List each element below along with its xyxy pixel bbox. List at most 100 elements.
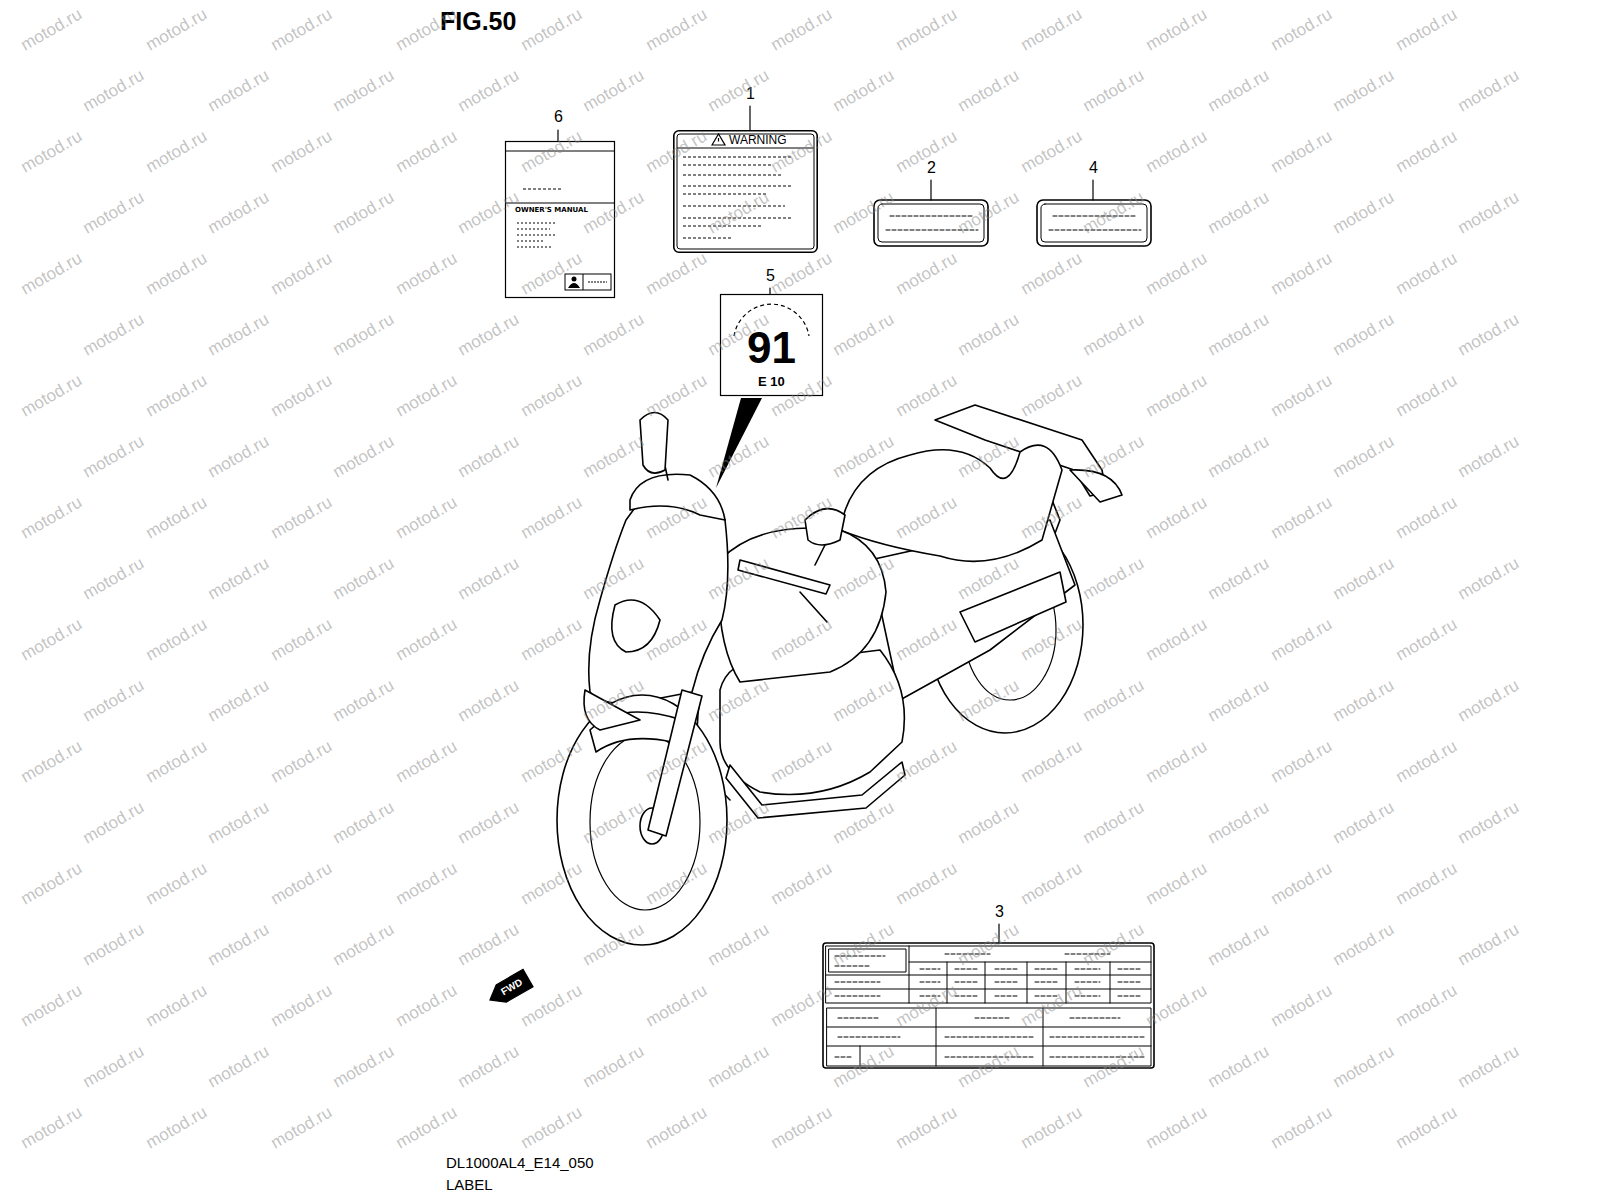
watermark: motod.ru bbox=[1142, 5, 1210, 56]
watermark: motod.ru bbox=[892, 5, 960, 56]
watermark: motod.ru bbox=[454, 66, 522, 117]
watermark: motod.ru bbox=[1204, 1042, 1272, 1093]
manual-title: OWNER'S MANUAL bbox=[515, 206, 588, 214]
watermark: motod.ru bbox=[517, 1103, 585, 1154]
watermark: motod.ru bbox=[1454, 554, 1522, 605]
watermark: motod.ru bbox=[704, 920, 772, 971]
watermark: motod.ru bbox=[1017, 615, 1085, 666]
watermark: motod.ru bbox=[1392, 249, 1460, 300]
watermark: motod.ru bbox=[1392, 127, 1460, 178]
watermark: motod.ru bbox=[892, 249, 960, 300]
watermark: motod.ru bbox=[1079, 554, 1147, 605]
watermark: motod.ru bbox=[517, 5, 585, 56]
watermark: motod.ru bbox=[1142, 249, 1210, 300]
watermark: motod.ru bbox=[1454, 432, 1522, 483]
watermark: motod.ru bbox=[79, 66, 147, 117]
watermark: motod.ru bbox=[267, 127, 335, 178]
watermark: motod.ru bbox=[1079, 676, 1147, 727]
watermark: motod.ru bbox=[204, 1042, 272, 1093]
watermark: motod.ru bbox=[892, 371, 960, 422]
watermark: motod.ru bbox=[1267, 859, 1335, 910]
watermark: motod.ru bbox=[79, 310, 147, 361]
watermark: motod.ru bbox=[579, 66, 647, 117]
watermark: motod.ru bbox=[954, 1042, 1022, 1093]
watermark: motod.ru bbox=[204, 66, 272, 117]
watermark: motod.ru bbox=[392, 615, 460, 666]
callout-number: 1 bbox=[744, 85, 757, 103]
watermark: motod.ru bbox=[79, 188, 147, 239]
watermark: motod.ru bbox=[829, 920, 897, 971]
watermark: motod.ru bbox=[1204, 920, 1272, 971]
watermark: motod.ru bbox=[1204, 188, 1272, 239]
watermark: motod.ru bbox=[1329, 66, 1397, 117]
watermark: motod.ru bbox=[704, 554, 772, 605]
watermark: motod.ru bbox=[1329, 432, 1397, 483]
callout-number: 4 bbox=[1087, 159, 1100, 177]
watermark: motod.ru bbox=[642, 859, 710, 910]
watermark: motod.ru bbox=[329, 66, 397, 117]
watermark: motod.ru bbox=[17, 615, 85, 666]
fwd-arrow: FWD bbox=[484, 968, 535, 1010]
warning-heading: WARNING bbox=[729, 133, 787, 147]
watermark: motod.ru bbox=[642, 737, 710, 788]
watermark: motod.ru bbox=[1329, 798, 1397, 849]
watermark: motod.ru bbox=[1142, 127, 1210, 178]
watermark: motod.ru bbox=[204, 310, 272, 361]
watermark: motod.ru bbox=[1454, 1042, 1522, 1093]
figure-code: DL1000AL4_E14_050 bbox=[446, 1154, 594, 1172]
watermark: motod.ru bbox=[329, 310, 397, 361]
watermark: motod.ru bbox=[17, 371, 85, 422]
watermark: motod.ru bbox=[642, 615, 710, 666]
watermark: motod.ru bbox=[1454, 920, 1522, 971]
watermark: motod.ru bbox=[1454, 310, 1522, 361]
watermark: motod.ru bbox=[704, 798, 772, 849]
watermark: motod.ru bbox=[1017, 371, 1085, 422]
watermark: motod.ru bbox=[142, 493, 210, 544]
watermark: motod.ru bbox=[1392, 5, 1460, 56]
watermark: motod.ru bbox=[642, 371, 710, 422]
callout-number: 6 bbox=[552, 108, 565, 126]
watermark: motod.ru bbox=[329, 676, 397, 727]
watermark: motod.ru bbox=[204, 798, 272, 849]
watermark: motod.ru bbox=[704, 66, 772, 117]
callout-number: 3 bbox=[993, 903, 1006, 921]
figure-title: FIG.50 bbox=[440, 6, 516, 36]
watermark: motod.ru bbox=[454, 432, 522, 483]
watermark: motod.ru bbox=[142, 981, 210, 1032]
watermark: motod.ru bbox=[329, 432, 397, 483]
watermark: motod.ru bbox=[1267, 5, 1335, 56]
watermark: motod.ru bbox=[579, 432, 647, 483]
watermark: motod.ru bbox=[704, 432, 772, 483]
watermark: motod.ru bbox=[829, 310, 897, 361]
watermark: motod.ru bbox=[1079, 1042, 1147, 1093]
watermark: motod.ru bbox=[579, 920, 647, 971]
watermark: motod.ru bbox=[267, 737, 335, 788]
watermark: motod.ru bbox=[142, 1103, 210, 1154]
watermark: motod.ru bbox=[1392, 615, 1460, 666]
watermark: motod.ru bbox=[517, 859, 585, 910]
watermark: motod.ru bbox=[1454, 798, 1522, 849]
watermark: motod.ru bbox=[17, 1103, 85, 1154]
watermark: motod.ru bbox=[954, 188, 1022, 239]
owners-manual-outline bbox=[505, 141, 615, 298]
watermark: motod.ru bbox=[829, 798, 897, 849]
watermark: motod.ru bbox=[642, 981, 710, 1032]
callout-number: 2 bbox=[925, 159, 938, 177]
watermark: motod.ru bbox=[829, 554, 897, 605]
watermark: motod.ru bbox=[142, 615, 210, 666]
watermark: motod.ru bbox=[1017, 981, 1085, 1032]
watermark: motod.ru bbox=[1079, 920, 1147, 971]
watermark: motod.ru bbox=[267, 371, 335, 422]
watermark: motod.ru bbox=[329, 798, 397, 849]
watermark: motod.ru bbox=[1142, 737, 1210, 788]
watermark: motod.ru bbox=[79, 920, 147, 971]
watermark: motod.ru bbox=[767, 493, 835, 544]
watermark: motod.ru bbox=[1017, 5, 1085, 56]
watermark: motod.ru bbox=[1267, 737, 1335, 788]
watermark: motod.ru bbox=[829, 1042, 897, 1093]
watermark: motod.ru bbox=[329, 1042, 397, 1093]
watermark: motod.ru bbox=[267, 859, 335, 910]
watermark: motod.ru bbox=[392, 249, 460, 300]
caption: LABEL bbox=[446, 1176, 493, 1194]
